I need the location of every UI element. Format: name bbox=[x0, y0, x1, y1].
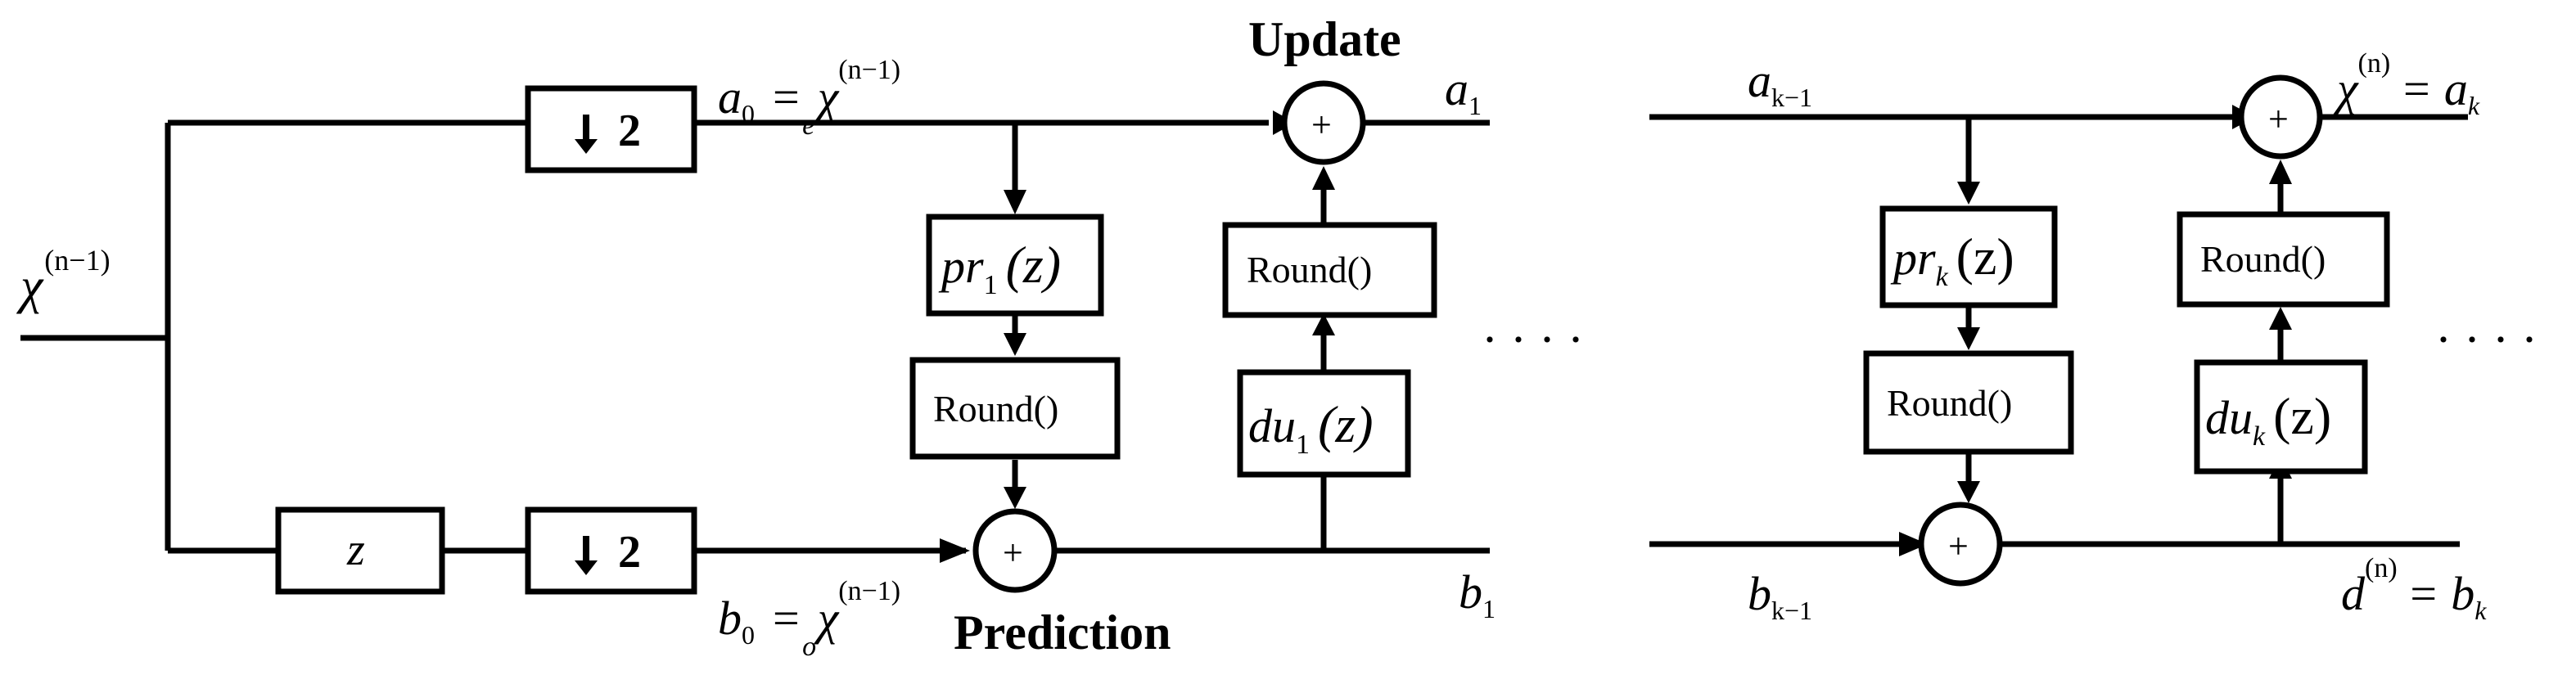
chi-n-output-label: χ(n)= ak bbox=[2333, 48, 2480, 120]
svg-text:Round(): Round() bbox=[1247, 249, 1372, 290]
ak-1-label: ak−1 bbox=[1748, 54, 1812, 112]
sum-node-predict-k: + bbox=[1918, 502, 2003, 587]
update-filter-block-k: duk(z) bbox=[2194, 359, 2368, 475]
svg-text:+: + bbox=[1311, 105, 1332, 145]
svg-text:Round(): Round() bbox=[933, 388, 1058, 430]
svg-text:+: + bbox=[1003, 533, 1023, 573]
update-title: Update bbox=[1248, 12, 1401, 66]
svg-text:+: + bbox=[2268, 99, 2289, 139]
predict-filter-block-1: pr1(z) bbox=[926, 214, 1104, 317]
z-delay-block: z bbox=[275, 506, 445, 595]
round-block-predict-1: Round() bbox=[909, 357, 1121, 460]
downsample-block-bottom: 2 bbox=[525, 506, 697, 595]
svg-text:+: + bbox=[1948, 526, 1969, 566]
d-n-output-label: d(n)= bk bbox=[2341, 553, 2487, 625]
down-arrow-icon bbox=[575, 536, 598, 575]
round-block-update-k: Round() bbox=[2177, 211, 2390, 308]
svg-text:du1(z): du1(z) bbox=[1248, 395, 1374, 460]
downsample-factor-top: 2 bbox=[618, 106, 641, 156]
round-block-update-1: Round() bbox=[1222, 222, 1437, 318]
svg-text:Round(): Round() bbox=[2200, 238, 2326, 280]
stage1-wires bbox=[20, 119, 1490, 554]
z-delay-label: z bbox=[346, 524, 365, 575]
sum-node-predict-1: + bbox=[972, 508, 1058, 593]
update-filter-block-1: du1(z) bbox=[1237, 369, 1411, 478]
sum-node-update-k: + bbox=[2238, 74, 2323, 160]
stagek-arrowheads bbox=[1899, 105, 2292, 556]
b1-label: b1 bbox=[1459, 565, 1496, 623]
sum-node-update-1: + bbox=[1281, 80, 1366, 165]
continuation-dots-middle: · · · · bbox=[1482, 313, 1584, 367]
svg-text:pr1(z): pr1(z) bbox=[938, 236, 1061, 300]
bk-1-label: bk−1 bbox=[1748, 567, 1812, 625]
predict-filter-block-k: prk(z) bbox=[1879, 205, 2058, 308]
svg-text:prk(z): prk(z) bbox=[1890, 227, 2014, 292]
continuation-dots-right: · · · · bbox=[2435, 313, 2538, 367]
stage1-arrowheads bbox=[940, 110, 1335, 563]
stagek-wires bbox=[1649, 114, 2468, 547]
svg-text:Round(): Round() bbox=[1887, 382, 2012, 424]
b0-label: b0=χ(n−1)o bbox=[718, 576, 900, 662]
svg-text:duk(z): duk(z) bbox=[2205, 387, 2331, 452]
a0-label: a0=χ(n−1)e bbox=[718, 55, 900, 141]
prediction-title: Prediction bbox=[954, 605, 1171, 659]
round-block-predict-k: Round() bbox=[1863, 350, 2074, 455]
downsample-factor-bottom: 2 bbox=[618, 527, 641, 578]
input-signal-label: χ(n−1) bbox=[16, 244, 111, 314]
down-arrow-icon bbox=[575, 115, 598, 154]
downsample-block-top: 2 bbox=[525, 85, 697, 173]
a1-label: a1 bbox=[1445, 62, 1482, 120]
